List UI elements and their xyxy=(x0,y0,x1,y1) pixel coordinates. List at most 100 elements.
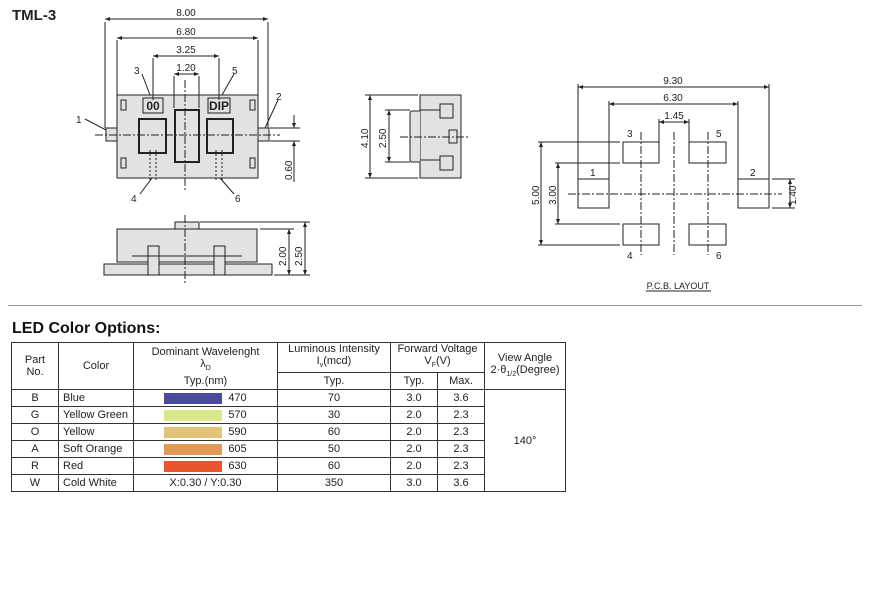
header-color: Color xyxy=(58,341,134,391)
view-angle-label: View Angle xyxy=(497,351,553,364)
view-angle-cell: 140° xyxy=(484,389,566,493)
pcb-pin-2: 2 xyxy=(750,168,756,179)
color-swatch xyxy=(164,460,223,472)
pcb-layout-title: P.C.B. LAYOUT xyxy=(647,281,710,291)
pin-6-label: 6 xyxy=(235,194,241,205)
view-angle-unit: (Degree) xyxy=(516,363,560,376)
color-swatch xyxy=(164,409,223,421)
dim-body-height: 2.00 xyxy=(278,246,289,266)
pcb-pin-4: 4 xyxy=(627,251,633,262)
color-cell: Yellow Green xyxy=(58,406,134,425)
front-view xyxy=(103,215,310,285)
voltage-symbol: V xyxy=(424,355,432,367)
wavelength-value: 605 xyxy=(228,443,247,456)
wavelength-cell: 630 xyxy=(133,457,278,476)
wavelength-cell: 590 xyxy=(133,423,278,442)
color-cell: Cold White xyxy=(58,474,134,493)
intensity-cell: 50 xyxy=(277,440,391,459)
intensity-label: Luminous Intensity xyxy=(288,343,380,355)
vf-max-cell: 2.3 xyxy=(437,423,485,442)
part-no-cell: G xyxy=(11,406,59,425)
dim-pcb-height-outer: 5.00 xyxy=(531,185,542,205)
intensity-cell: 60 xyxy=(277,457,391,476)
part-no-cell: R xyxy=(11,457,59,476)
dim-pcb-inner: 6.30 xyxy=(663,93,683,104)
pcb-pin-1: 1 xyxy=(590,168,596,179)
marking-left: 00 xyxy=(146,99,160,113)
pin-3-label: 3 xyxy=(134,66,140,77)
part-no-cell: B xyxy=(11,389,59,408)
header-part-no: Part No. xyxy=(11,341,59,391)
wavelength-symbol: λ xyxy=(200,357,206,370)
vf-max-cell: 2.3 xyxy=(437,406,485,425)
intensity-sub: v xyxy=(319,362,324,370)
voltage-label: Forward Voltage xyxy=(397,343,478,355)
vf-typ-cell: 2.0 xyxy=(390,423,438,442)
voltage-sub: F xyxy=(431,362,436,370)
vf-max-cell: 2.3 xyxy=(437,457,485,476)
view-angle-sub: 1/2 xyxy=(506,370,517,378)
wavelength-cell: 470 xyxy=(133,389,278,408)
wavelength-value: 590 xyxy=(228,426,247,439)
dim-total-height: 2.50 xyxy=(294,246,305,266)
dim-overall: 8.00 xyxy=(176,8,196,19)
wavelength-value: 470 xyxy=(228,392,247,405)
color-swatch xyxy=(164,443,223,455)
pcb-layout xyxy=(538,84,795,292)
pcb-labels: 9.30 6.30 1.45 5.00 3.00 1.40 1 2 3 4 5 … xyxy=(531,76,799,291)
dim-side-inner: 2.50 xyxy=(378,128,389,148)
header-intensity-typ: Typ. xyxy=(277,372,391,391)
wavelength-label: Dominant Wavelenght xyxy=(151,345,260,358)
view-angle-symbol: 2·θ xyxy=(490,363,507,376)
top-view xyxy=(84,17,300,195)
wavelength-cell: 570 xyxy=(133,406,278,425)
color-cell: Yellow xyxy=(58,423,134,442)
dim-actuator: 1.20 xyxy=(176,63,196,74)
color-swatch xyxy=(164,426,223,438)
vf-typ-cell: 2.0 xyxy=(390,406,438,425)
pin-2-label: 2 xyxy=(276,92,282,103)
pin-4-label: 4 xyxy=(131,194,137,205)
part-no-cell: W xyxy=(11,474,59,493)
dim-pcb-pad: 1.40 xyxy=(788,185,799,205)
vf-typ-cell: 2.0 xyxy=(390,440,438,459)
pcb-pin-6: 6 xyxy=(716,251,722,262)
intensity-cell: 350 xyxy=(277,474,391,493)
section-divider xyxy=(8,305,862,306)
vf-typ-cell: 3.0 xyxy=(390,389,438,408)
color-cell: Soft Orange xyxy=(58,440,134,459)
voltage-unit: (V) xyxy=(435,355,451,367)
wavelength-sub: D xyxy=(205,364,211,372)
vf-max-cell: 2.3 xyxy=(437,440,485,459)
intensity-cell: 30 xyxy=(277,406,391,425)
marking-right: DIP xyxy=(209,99,229,113)
wavelength-value: 570 xyxy=(228,409,247,422)
pcb-pin-3: 3 xyxy=(627,129,633,140)
color-cell: Red xyxy=(58,457,134,476)
led-options-heading: LED Color Options: xyxy=(12,320,161,337)
vf-typ-cell: 2.0 xyxy=(390,457,438,476)
dim-body: 6.80 xyxy=(176,27,196,38)
dim-lead: 0.60 xyxy=(284,160,295,180)
header-vf-typ: Typ. xyxy=(390,372,438,391)
vf-max-cell: 3.6 xyxy=(437,389,485,408)
technical-drawing: TML-3 8.00 6.80 3.25 1.20 0.60 xyxy=(12,7,799,292)
wavelength-value: 630 xyxy=(228,460,247,473)
pcb-pin-5: 5 xyxy=(716,129,722,140)
color-swatch xyxy=(164,392,223,404)
wavelength-cell: 605 xyxy=(133,440,278,459)
pin-1-label: 1 xyxy=(76,115,82,126)
dim-pin-pitch: 3.25 xyxy=(176,45,196,56)
side-view xyxy=(365,94,470,179)
vf-typ-cell: 3.0 xyxy=(390,474,438,493)
